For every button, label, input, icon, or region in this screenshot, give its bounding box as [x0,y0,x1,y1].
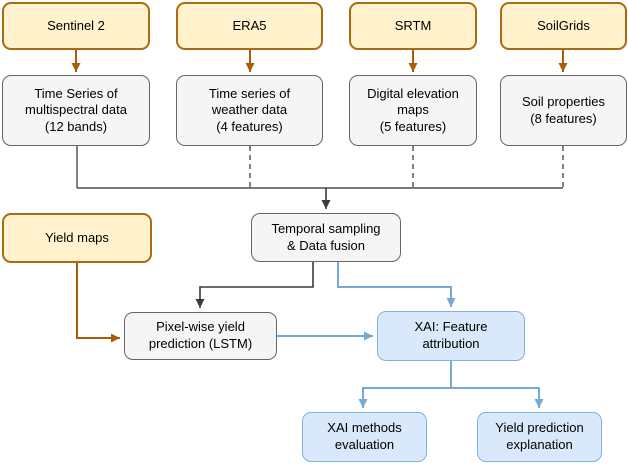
node-multispectral-label: Time Series of multispectral data (12 ba… [25,85,127,134]
node-soilgrids: SoilGrids [500,2,627,50]
node-elevation-maps: Digital elevation maps (5 features) [349,75,477,146]
arrow-fusion-to-lstm [195,262,314,308]
node-yield-prediction-explanation: Yield prediction explanation [477,412,602,462]
node-xai-label: XAI: Feature attribution [414,319,488,351]
node-xai-feature-attribution: XAI: Feature attribution [377,311,525,361]
node-soil-label: Soil properties (8 features) [521,93,606,126]
node-pixelwise-yield-prediction-lstm: Pixel-wise yield prediction (LSTM) [124,312,277,360]
node-lstm-label: Pixel-wise yield prediction (LSTM) [148,319,253,351]
node-yield-expl-label: Yield prediction explanation [495,420,584,452]
node-weather-data: Time series of weather data (4 features) [176,75,323,146]
node-weather-label: Time series of weather data (4 features) [208,85,291,134]
node-era5-label: ERA5 [232,17,267,33]
node-soilgrids-label: SoilGrids [537,17,590,33]
node-srtm-label: SRTM [394,17,432,33]
node-xai-eval-label: XAI methods evaluation [327,420,402,452]
node-soil-properties: Soil properties (8 features) [500,75,627,146]
node-yield-maps-label: Yield maps [45,229,109,245]
node-sentinel2: Sentinel 2 [2,2,150,50]
node-elevation-label: Digital elevation maps (5 features) [367,85,459,134]
arrow-fusion-to-xai [337,262,456,307]
node-srtm: SRTM [349,2,477,50]
node-era5: ERA5 [176,2,323,50]
node-temporal-sampling-data-fusion: Temporal sampling & Data fusion [251,213,401,262]
node-fusion-label: Temporal sampling & Data fusion [271,220,381,253]
node-multispectral-data: Time Series of multispectral data (12 ba… [2,75,150,146]
node-sentinel2-label: Sentinel 2 [47,17,105,33]
arrow-yieldmaps-to-lstm [76,263,120,343]
node-xai-methods-evaluation: XAI methods evaluation [302,412,427,462]
node-yield-maps: Yield maps [2,213,152,263]
